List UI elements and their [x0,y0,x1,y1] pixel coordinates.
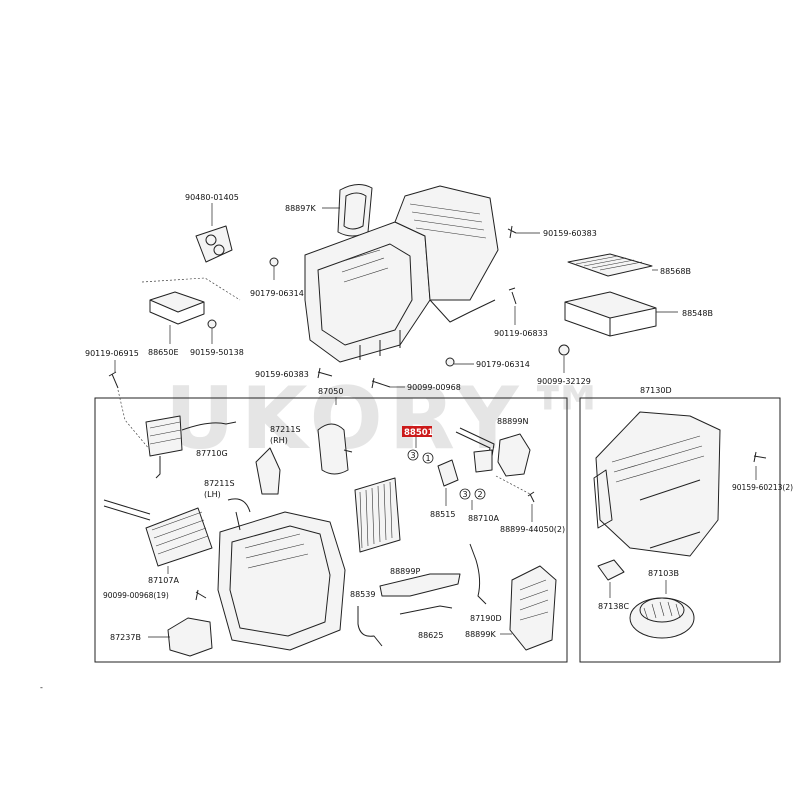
part-label-88501: 88501 [404,428,434,438]
part-label-88515: 88515 [430,510,455,519]
svg-text:2: 2 [478,490,483,499]
svg-text:1: 1 [426,454,431,463]
svg-text:3: 3 [463,490,468,499]
grommet-90480-01405[interactable] [195,225,233,263]
bracket-88899n[interactable] [497,433,531,477]
part-label-87107a: 87107A [148,576,179,585]
part-label-90159-60383-mid: 90159-60383 [255,370,309,379]
part-label-88539: 88539 [350,590,375,599]
part-label-88710a: 88710A [468,514,499,523]
part-label-90099-00968-19: 90099-00968(19) [103,591,169,600]
small-mark: - [40,683,43,692]
damper-87211s-lh[interactable] [255,447,281,495]
part-label-90179-06314-top: 90179-06314 [250,289,304,298]
watermark: UKORY™ [165,369,617,469]
assembly-frame-87130d [579,397,781,663]
seal-88897k[interactable] [337,184,373,237]
part-label-88897k: 88897K [285,204,316,213]
part-label-88899k: 88899K [465,630,496,639]
clip-90099-00968-19[interactable] [195,589,207,601]
part-label-88899-44050: 88899-44050(2) [500,525,565,534]
hose-88539[interactable] [357,606,383,647]
part-label-90159-60213: 90159-60213(2) [732,483,793,492]
callout-3a: 3 [407,449,419,461]
assembly-frame-87050 [94,397,568,663]
callout-3b: 3 [459,488,471,500]
part-label-90159-50138: 90159-50138 [190,348,244,357]
filter-88568b[interactable] [567,253,653,277]
part-label-87050: 87050 [318,387,343,396]
blower-housing-87130d[interactable] [593,411,721,557]
part-label-87211s-rh: 87211S [270,425,301,434]
hvac-housing-lower[interactable] [217,498,346,651]
nut-90179-06314-top[interactable] [269,257,279,280]
part-label-90099-32129: 90099-32129 [537,377,591,386]
part-label-lh: (LH) [204,490,221,499]
panel-88899k[interactable] [509,565,557,651]
callout-2: 2 [474,488,486,500]
screw-90159-50138[interactable] [207,319,217,329]
nut-90179-06314-mid[interactable] [445,357,455,367]
part-label-87190d: 87190D [470,614,502,623]
screw-90159-60213[interactable] [753,451,767,463]
duct-87237b[interactable] [167,617,213,657]
svg-text:3: 3 [411,451,416,460]
heater-87710g[interactable] [145,415,237,479]
callout-1: 1 [422,452,434,464]
bolt-90119-06915[interactable] [108,371,119,389]
part-label-90119-06915: 90119-06915 [85,349,139,358]
hvac-housing-top[interactable] [304,185,499,363]
filter-frame-88548b[interactable] [564,291,657,337]
sensor-87190d[interactable] [469,543,487,605]
part-label-90119-06833: 90119-06833 [494,329,548,338]
thermistor-88625[interactable] [399,605,453,615]
clip-90099-00968[interactable] [371,377,391,389]
part-label-87211s-lh: 87211S [204,479,235,488]
evaporator-88501[interactable] [354,477,401,553]
part-label-88568b: 88568B [660,267,691,276]
part-label-90179-06314-mid: 90179-06314 [476,360,530,369]
part-label-rh: (RH) [270,436,288,445]
resistor-87138c[interactable] [597,559,625,581]
part-label-88899n: 88899N [497,417,528,426]
part-label-87710g: 87710G [196,449,228,458]
part-label-87237b: 87237B [110,633,141,642]
amplifier-88650e[interactable] [149,291,205,325]
part-label-88899p: 88899P [390,567,420,576]
part-label-87130d: 87130D [640,386,672,395]
screw-90159-60383-mid[interactable] [317,367,333,379]
bolt-88899-44050[interactable] [527,491,535,503]
bracket-88899p[interactable] [379,573,461,597]
dashed-guide [141,277,241,301]
dashed-guide [495,475,531,495]
part-label-88650e: 88650E [148,348,179,357]
screw-90159-60383-top[interactable] [507,225,517,239]
damper-87211s-rh[interactable] [317,423,353,475]
part-label-90099-00968: 90099-00968 [407,383,461,392]
part-label-87138c: 87138C [598,602,629,611]
highlight-88501[interactable]: 88501 [402,426,434,438]
pipe-88710a[interactable] [455,427,495,473]
expansion-valve-88515[interactable] [437,459,459,487]
heater-core-87107a[interactable] [103,499,213,567]
clip-90099-32129[interactable] [558,344,570,356]
part-label-87103b: 87103B [648,569,679,578]
blower-motor-87103b[interactable] [629,597,695,639]
part-label-88625: 88625 [418,631,443,640]
highlight-box [402,426,432,437]
part-label-88548b: 88548B [682,309,713,318]
part-label-90480-01405: 90480-01405 [185,193,239,202]
part-label-90159-60383-top: 90159-60383 [543,229,597,238]
bolt-90119-06833[interactable] [508,287,517,305]
dashed-guide [117,389,151,451]
